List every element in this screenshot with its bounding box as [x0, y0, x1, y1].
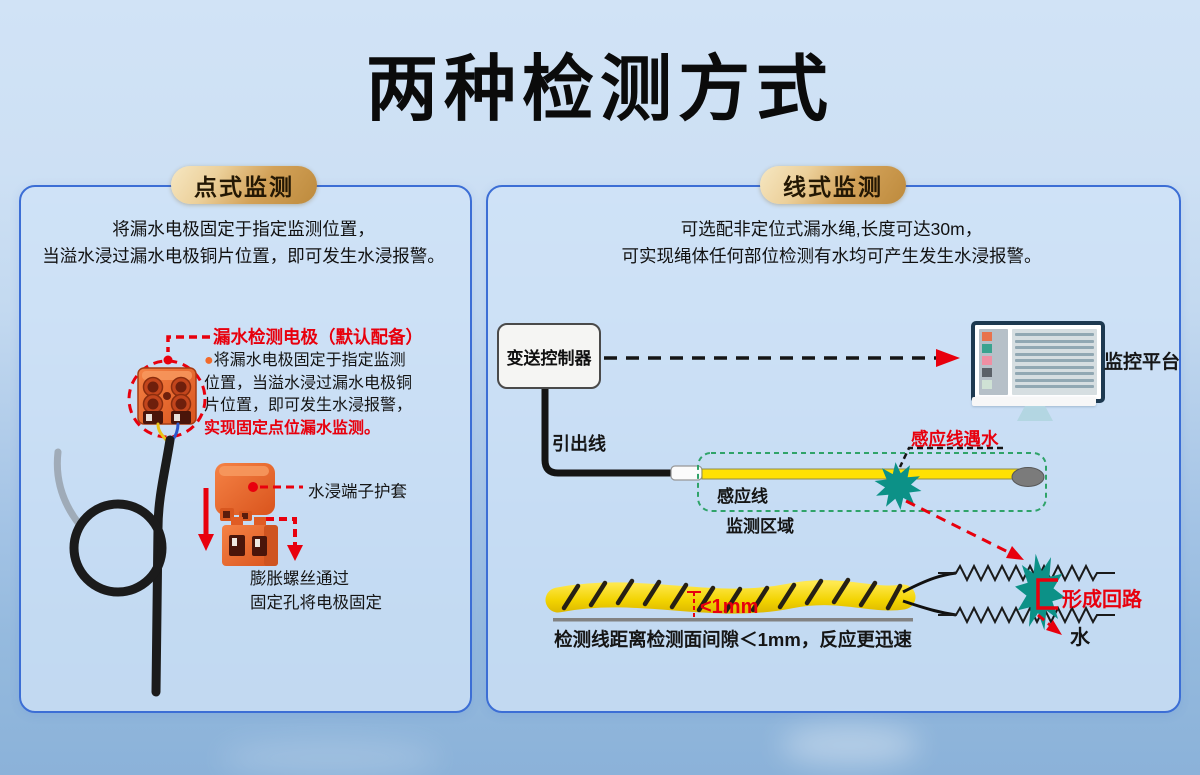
water-label: 水: [1070, 627, 1090, 649]
badge-line-label: 线式监测: [783, 174, 883, 200]
sleeve-label: 水浸端子护套: [308, 483, 407, 501]
water-highlight: [780, 725, 920, 765]
water-highlight: [220, 740, 440, 775]
monitor-sidebar: [979, 329, 1008, 395]
electrode-callout-heading: 漏水检测电极（默认配备）: [213, 327, 423, 347]
right-intro-line2: 可实现绳体任何部位检测有水均可产生发生水浸报警。: [621, 246, 1042, 266]
badge-point-label: 点式监测: [194, 174, 294, 200]
right-intro: 可选配非定位式漏水绳,长度可达30m， 可实现绳体任何部位检测有水均可产生发生水…: [486, 216, 1177, 270]
callout-highlight: 实现固定点位漏水监测。: [204, 419, 381, 437]
callout-line-2: 位置，当溢水浸过漏水电极铜: [204, 374, 413, 392]
badge-line-monitoring: 线式监测: [760, 166, 906, 204]
callout-bullet: ●: [204, 352, 214, 369]
right-intro-line1: 可选配非定位式漏水绳,长度可达30m，: [680, 219, 983, 239]
monitor-content: [1012, 329, 1097, 395]
electrode-callout-body: ●将漏水电极固定于指定监测 位置，当溢水浸过漏水电极铜 片位置，即可发生水浸报警…: [204, 350, 412, 440]
controller-box: 变送控制器: [497, 323, 601, 389]
monitor-icon: [971, 321, 1105, 421]
badge-point-monitoring: 点式监测: [171, 166, 317, 204]
page-title: 两种检测方式: [365, 50, 834, 130]
left-intro-line2: 当溢水浸过漏水电极铜片位置，即可发生水浸报警。: [42, 246, 445, 266]
controller-label: 变送控制器: [506, 348, 592, 368]
gap-label: <1mm: [700, 596, 759, 618]
left-intro-line1: 将漏水电极固定于指定监测位置，: [112, 219, 375, 239]
screw-note-line1: 膨胀螺丝通过: [250, 570, 349, 588]
leadwire-label: 引出线: [552, 434, 606, 454]
left-panel: [19, 185, 472, 713]
screw-note: 膨胀螺丝通过 固定孔将电极固定: [250, 567, 382, 615]
wet-alert-label: 感应线遇水: [911, 429, 999, 449]
zone-label: 监测区域: [726, 517, 794, 536]
monitor-screen: [971, 321, 1105, 403]
rope-caption: 检测线距离检测面间隙＜1mm，反应更迅速: [554, 629, 912, 650]
monitor-stand: [1017, 406, 1053, 421]
sensing-line-label: 感应线: [717, 487, 768, 506]
callout-line-1: 将漏水电极固定于指定监测: [213, 352, 406, 369]
monitor-base: [972, 397, 1096, 406]
platform-label: 监控平台: [1104, 352, 1181, 373]
callout-line-3: 片位置，即可发生水浸报警，: [204, 397, 413, 414]
left-intro: 将漏水电极固定于指定监测位置， 当溢水浸过漏水电极铜片位置，即可发生水浸报警。: [19, 216, 468, 270]
loop-label: 形成回路: [1062, 589, 1142, 611]
screw-note-line2: 固定孔将电极固定: [250, 594, 382, 612]
